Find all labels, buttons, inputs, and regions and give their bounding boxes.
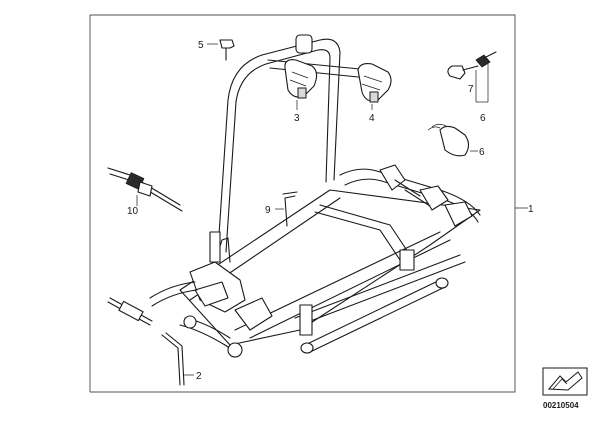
callout-10: 10 <box>127 206 139 217</box>
callout-4: 4 <box>369 113 375 124</box>
clamp-left <box>284 59 318 99</box>
callout-5: 5 <box>198 40 204 51</box>
leader-lines <box>296 100 373 110</box>
callout-9: 9 <box>265 205 271 216</box>
part-9-allen-key <box>275 191 298 227</box>
part-5-bolt <box>207 39 235 61</box>
bookmark-arrow-icon <box>542 367 588 396</box>
part-10-strap <box>107 167 183 212</box>
part-7-key <box>447 51 497 103</box>
part-2-hex-key <box>107 297 194 386</box>
upright-bar <box>217 38 341 253</box>
clamp-right <box>357 63 392 103</box>
part-8-strap <box>427 123 478 157</box>
callout-3: 3 <box>294 113 300 124</box>
wheel-rails <box>339 164 481 227</box>
wheel-holder-arm <box>267 34 371 79</box>
callout-8: 6 <box>479 147 485 158</box>
callout-1: 1 <box>528 204 534 215</box>
part-number: 00210504 <box>543 401 579 410</box>
callout-7: 7 <box>468 84 474 95</box>
coupling-assembly <box>149 231 273 358</box>
callout-2: 2 <box>196 371 202 382</box>
assembly-frame <box>89 14 528 393</box>
callout-6-key: 6 <box>480 113 486 124</box>
